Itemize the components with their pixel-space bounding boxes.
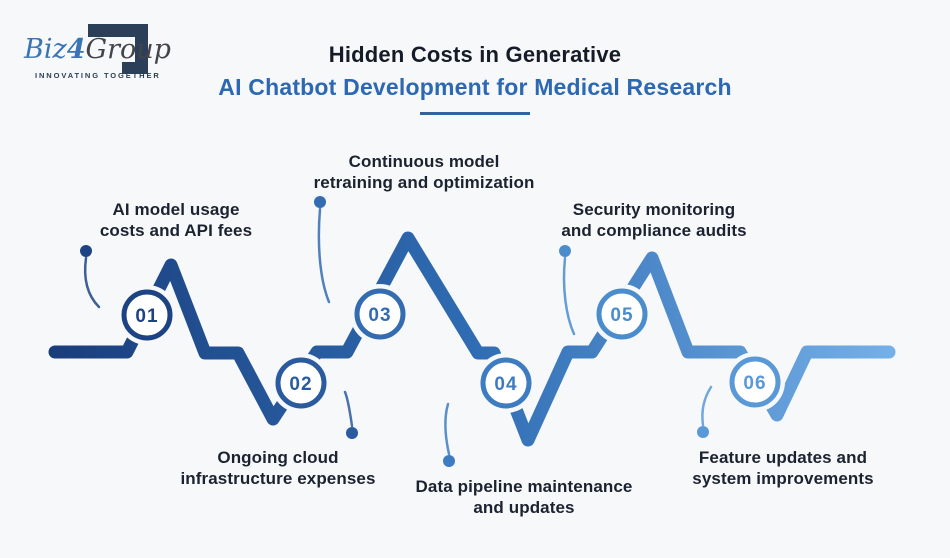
step-label-01: AI model usage costs and API fees [86,199,266,241]
node-number: 01 [135,306,158,327]
step-label-06: Feature updates and system improvements [673,447,893,489]
label-connectors [80,196,713,467]
step-label-04: Data pipeline maintenance and updates [394,476,654,518]
step-node-02: 02 [271,353,331,413]
logo-wordmark: Biz4Group [24,36,171,63]
step-label-03: Continuous model retraining and optimiza… [299,151,549,193]
step-node-01: 01 [117,285,177,345]
step-node-04: 04 [476,353,536,413]
connector-line-6 [701,385,713,427]
zigzag-pulse-line [48,231,896,447]
connector-dot-3 [314,196,326,208]
node-circle [354,288,406,340]
page-title: Hidden Costs in Generative AI Chatbot De… [0,42,950,115]
step-label-line: Ongoing cloud [217,448,339,467]
step-label-line: AI model usage [112,200,240,219]
step-label-line: and compliance audits [561,221,747,241]
step-label-02: Ongoing cloud infrastructure expenses [163,447,393,489]
step-node-03: 03 [350,284,410,344]
logo-bracket-right [135,24,148,74]
step-label-line: Data pipeline maintenance [415,477,633,496]
title-line1: Hidden Costs in Generative [328,42,622,67]
logo-bracket-top [88,24,148,37]
logo-text-biz: Biz [24,34,67,65]
logo-tagline: INNOVATING TOGETHER [35,71,161,80]
step-label-line: retraining and optimization [313,173,535,193]
connector-dot-6 [697,426,709,438]
connector-line-4 [444,402,451,456]
node-number: 05 [610,305,633,326]
step-label-line: infrastructure expenses [180,469,376,489]
logo-text-4: 4 [66,34,86,65]
logo-bracket-foot [122,62,148,74]
connector-line-1 [83,256,101,309]
connector-dot-5 [559,245,571,257]
connector-dot-4 [443,455,455,467]
node-circle [121,289,173,341]
biz4group-logo: Biz4Group INNOVATING TOGETHER [22,14,172,102]
step-node-05: 05 [592,284,652,344]
step-label-line: costs and API fees [99,221,253,241]
connector-line-3 [317,207,331,304]
step-label-05: Security monitoring and compliance audit… [544,199,764,241]
node-number: 02 [289,374,312,395]
title-line2: AI Chatbot Development for Medical Resea… [218,74,732,100]
step-nodes: 01 02 03 04 05 06 [117,284,785,413]
step-label-line: and updates [473,498,575,518]
connector-dot-1 [80,245,92,257]
node-circle [729,356,781,408]
step-node-06: 06 [725,352,785,412]
node-number: 03 [368,305,391,326]
connector-line-5 [562,256,576,336]
step-label-line: Continuous model [348,152,500,171]
step-label-line: Feature updates and [698,448,868,467]
node-number: 06 [743,373,766,394]
node-number: 04 [494,374,517,395]
node-circle [275,357,327,409]
connector-line-2 [343,390,354,428]
node-circle [596,288,648,340]
title-underline [420,112,530,115]
connector-dot-2 [346,427,358,439]
step-label-line: Security monitoring [572,200,736,219]
logo-text-group: Group [85,34,171,65]
node-circle [480,357,532,409]
step-label-line: system improvements [692,469,874,489]
